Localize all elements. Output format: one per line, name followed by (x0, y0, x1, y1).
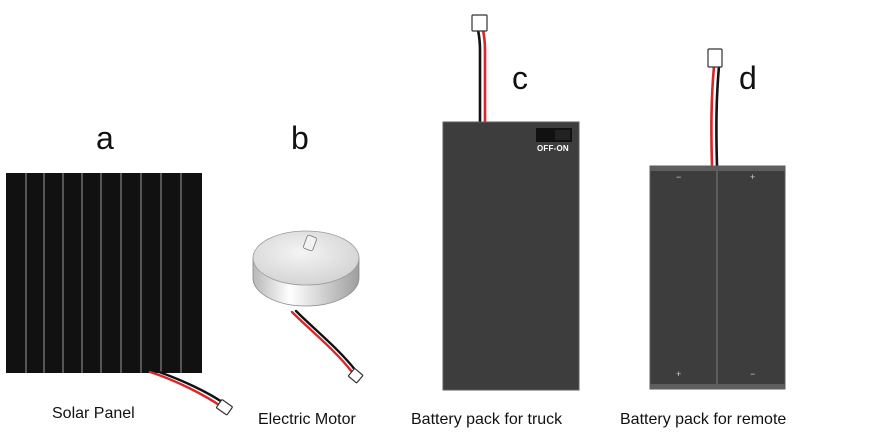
truck-pack-switch-knob (555, 130, 570, 140)
solar-panel-body (6, 173, 202, 373)
polarity-bottom-right: − (750, 369, 756, 379)
label-c: c (512, 60, 528, 96)
label-b: b (291, 120, 309, 156)
caption-battery-truck: Battery pack for truck (411, 411, 563, 428)
caption-battery-remote: Battery pack for remote (620, 411, 787, 428)
motor-top (252, 230, 360, 286)
polarity-top-left: − (676, 172, 682, 182)
motor-wire (290, 309, 358, 374)
motor-shaft (303, 234, 317, 252)
polarity-top-right: + (750, 172, 756, 182)
polarity-bottom-left: + (676, 369, 682, 379)
switch-label: OFF-ON (537, 144, 569, 153)
motor-connector (347, 368, 364, 384)
solar-panel (6, 173, 233, 416)
remote-pack-connector (707, 48, 723, 68)
electric-motor (252, 230, 364, 384)
solar-panel-connector (216, 399, 233, 416)
caption-electric-motor: Electric Motor (258, 411, 356, 428)
battery-pack-remote (649, 48, 786, 390)
remote-pack-bottom-rim (650, 384, 785, 389)
truck-pack-wire (476, 28, 487, 124)
truck-pack-connector (471, 14, 488, 32)
label-a: a (96, 120, 114, 156)
remote-pack-wire (710, 64, 721, 168)
remote-pack-top-rim (650, 166, 785, 171)
solar-panel-cell-lines (25, 173, 182, 373)
label-d: d (739, 60, 757, 96)
battery-pack-truck (442, 14, 580, 391)
truck-pack-body (442, 121, 580, 391)
solar-panel-wire (148, 368, 227, 409)
caption-solar-panel: Solar Panel (52, 405, 135, 422)
